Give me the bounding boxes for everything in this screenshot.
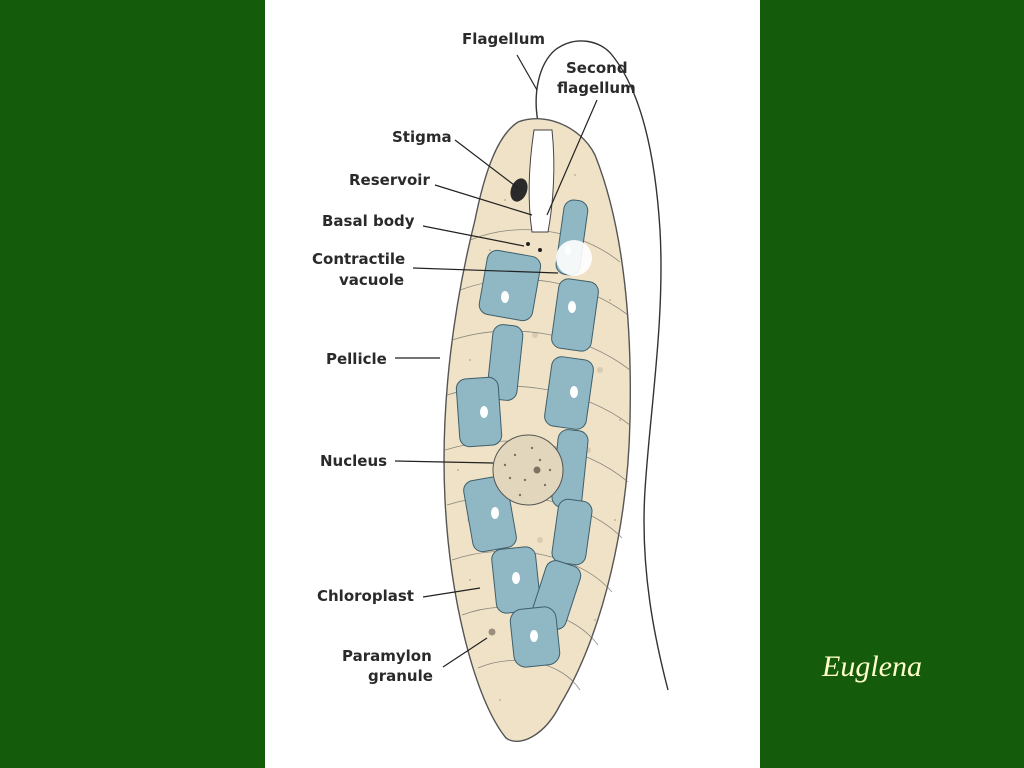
label-pellicle: Pellicle — [326, 350, 387, 368]
chloroplast-5 — [544, 356, 594, 430]
label-flagellum: Flagellum — [462, 30, 545, 48]
nucleus-texture — [503, 446, 552, 497]
label-nucleus: Nucleus — [320, 452, 387, 470]
label-contractile-vacuole-line2: vacuole — [339, 271, 404, 289]
label-contractile-vacuole-line1: Contractile — [312, 250, 405, 268]
label-second-flagellum-line1: Second — [566, 59, 628, 77]
stigma — [510, 178, 528, 202]
chloroplast-3 — [551, 278, 599, 352]
reservoir — [528, 129, 555, 233]
basal-body — [526, 242, 530, 246]
paramylon-granule — [488, 628, 496, 636]
label-paramylon-granule-line1: Paramylon — [342, 647, 432, 665]
label-reservoir: Reservoir — [349, 171, 430, 189]
flagellum — [535, 40, 669, 691]
label-stigma: Stigma — [392, 128, 452, 146]
caption-euglena: Euglena — [822, 650, 922, 683]
chloroplast-6 — [455, 376, 503, 448]
basal-body-2 — [538, 248, 542, 252]
label-second-flagellum-line2: flagellum — [557, 79, 636, 97]
leader-lines — [394, 54, 598, 668]
contractile-vacuole — [556, 240, 592, 276]
label-basal-body: Basal body — [322, 212, 415, 230]
label-paramylon-granule-line2: granule — [368, 667, 433, 685]
nucleus — [492, 434, 564, 506]
chloroplast-2 — [478, 249, 542, 322]
label-chloroplast: Chloroplast — [317, 587, 414, 605]
